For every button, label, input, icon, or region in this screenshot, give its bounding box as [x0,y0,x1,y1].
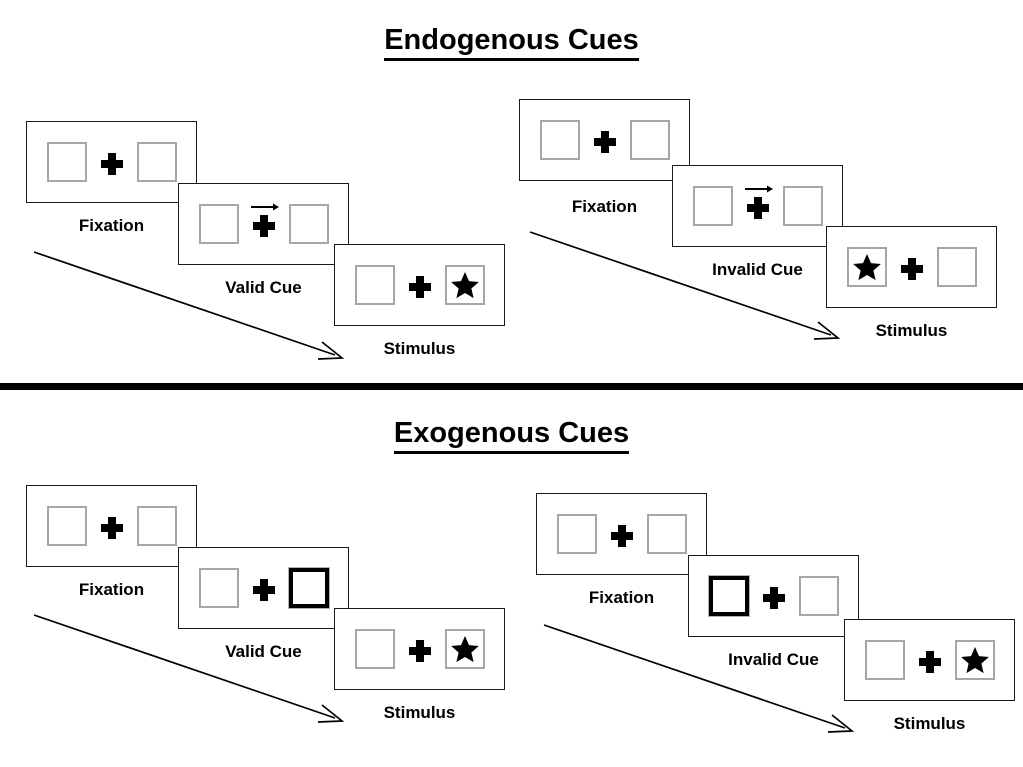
placeholder-box-left [539,120,580,160]
panel-endogenous-invalid-stimulus [826,226,997,308]
plus-fixation-cross-icon [252,575,275,601]
plus-fixation-cross-icon [918,647,941,673]
caption-endogenous-valid-stimulus: Stimulus [383,339,456,358]
star-target-icon [450,272,479,299]
star-target-icon [852,254,881,281]
panel-exogenous-valid-cue [178,547,349,629]
caption-endogenous-invalid-fixation: Fixation [571,197,638,216]
right-arrow-cue-icon [744,185,773,193]
section-title-exogenous-text: Exogenous Cues [393,417,630,454]
placeholder-box-right [288,204,329,244]
panel-exogenous-invalid-cue [688,555,859,637]
star-target-icon [960,647,989,674]
diagonal-time-arrow-icon-exogenous-valid [33,614,345,723]
placeholder-box-right [798,576,839,616]
panel-exogenous-invalid-stimulus [844,619,1015,701]
target-box-right [954,640,995,680]
panel-exogenous-valid-fixation [26,485,197,567]
section-divider [0,383,1023,390]
placeholder-box-left [46,506,87,546]
panel-endogenous-invalid-fixation [519,99,690,181]
placeholder-box-right [936,247,977,287]
target-box-left [846,247,887,287]
placeholder-box-right [136,506,177,546]
plus-fixation-cross-icon [408,272,431,298]
placeholder-box-left [354,265,395,305]
diagonal-time-arrow-icon-endogenous-invalid [529,231,841,340]
diagonal-time-arrow-icon-endogenous-valid [33,251,345,360]
right-arrow-cue-icon [250,203,279,211]
caption-endogenous-invalid-stimulus: Stimulus [875,321,948,340]
plus-fixation-cross-icon [100,513,123,539]
plus-fixation-cross-icon [593,127,616,153]
section-title-endogenous-text: Endogenous Cues [384,24,639,61]
placeholder-box-left [692,186,733,226]
target-box-right [444,265,485,305]
panel-endogenous-valid-stimulus [334,244,505,326]
placeholder-box-right [646,514,687,554]
highlighted-cue-box-right [288,568,329,608]
placeholder-box-left [198,568,239,608]
plus-fixation-cross-icon [900,254,923,280]
placeholder-box-right [782,186,823,226]
caption-exogenous-invalid-cue: Invalid Cue [728,650,819,669]
placeholder-box-left [864,640,905,680]
panel-endogenous-valid-fixation [26,121,197,203]
caption-endogenous-valid-cue: Valid Cue [225,278,302,297]
plus-fixation-cross-icon [744,185,773,219]
panel-exogenous-invalid-fixation [536,493,707,575]
panel-endogenous-invalid-cue [672,165,843,247]
plus-fixation-cross-icon [100,149,123,175]
panel-endogenous-valid-cue [178,183,349,265]
target-box-right [444,629,485,669]
placeholder-box-left [198,204,239,244]
highlighted-cue-box-left [708,576,749,616]
plus-fixation-cross-icon [610,521,633,547]
section-title-endogenous: Endogenous Cues [0,24,1023,61]
placeholder-box-left [46,142,87,182]
caption-exogenous-invalid-stimulus: Stimulus [893,714,966,733]
diagonal-time-arrow-icon-exogenous-invalid [543,624,855,733]
placeholder-box-right [136,142,177,182]
star-target-icon [450,636,479,663]
placeholder-box-left [354,629,395,669]
placeholder-box-right [629,120,670,160]
plus-fixation-cross-icon [250,203,279,237]
caption-exogenous-valid-cue: Valid Cue [225,642,302,661]
caption-endogenous-invalid-cue: Invalid Cue [712,260,803,279]
caption-endogenous-valid-fixation: Fixation [78,216,145,235]
plus-fixation-cross-icon [762,583,785,609]
section-title-exogenous: Exogenous Cues [0,417,1023,454]
panel-exogenous-valid-stimulus [334,608,505,690]
caption-exogenous-valid-fixation: Fixation [78,580,145,599]
plus-fixation-cross-icon [408,636,431,662]
caption-exogenous-valid-stimulus: Stimulus [383,703,456,722]
caption-exogenous-invalid-fixation: Fixation [588,588,655,607]
placeholder-box-left [556,514,597,554]
